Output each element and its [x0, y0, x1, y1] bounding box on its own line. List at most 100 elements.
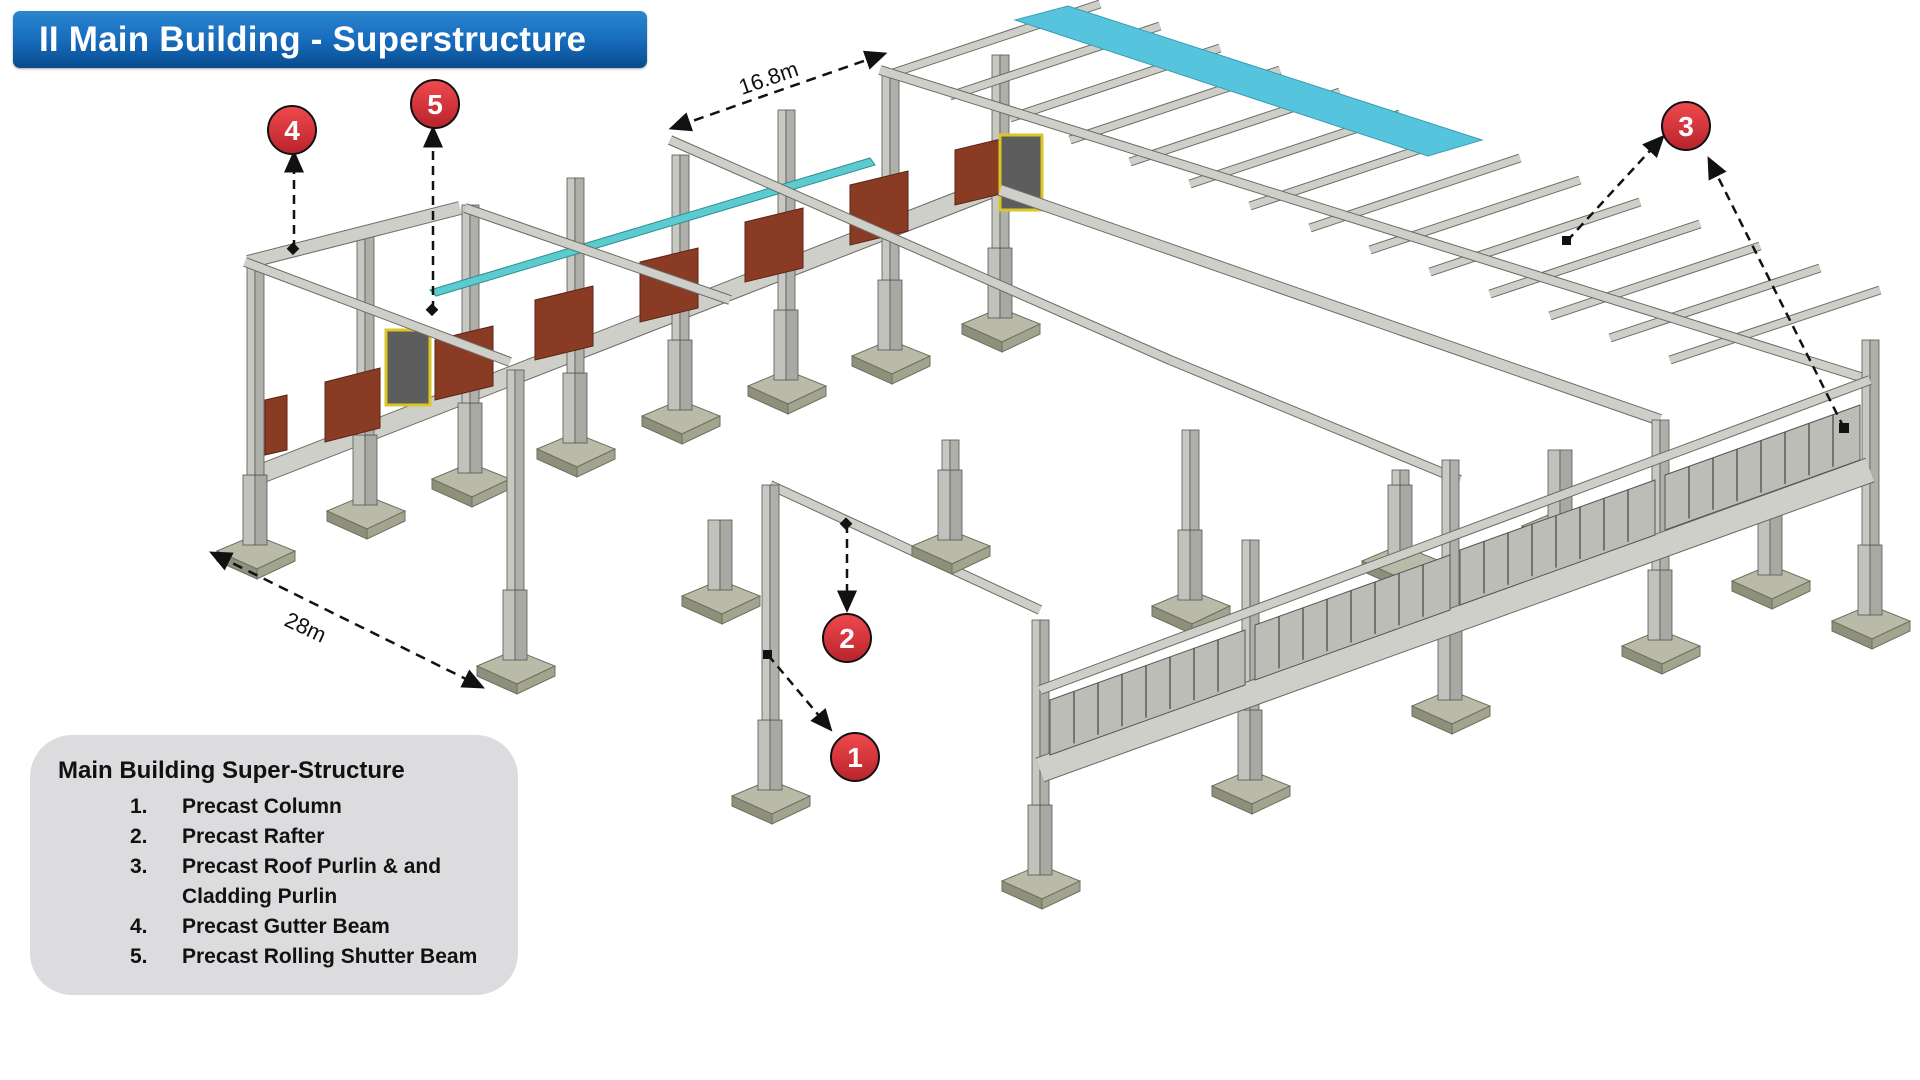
- footing-side: [366, 510, 406, 540]
- callout-2-number: 2: [839, 623, 855, 654]
- column-pedestal-side: [254, 474, 268, 546]
- legend-item-label: Precast Rolling Shutter Beam: [182, 945, 478, 968]
- column-pedestal: [877, 279, 891, 351]
- column-pedestal: [757, 719, 771, 791]
- legend-title: Main Building Super-Structure: [58, 757, 405, 784]
- legend-item-number: 5.: [130, 945, 148, 968]
- legend-item: 4. Precast Gutter Beam: [130, 912, 482, 942]
- dimension-length: 28m: [209, 551, 485, 689]
- precast-wall-panel: [1459, 479, 1656, 606]
- column-pedestal-side: [364, 434, 378, 506]
- footing-side: [771, 795, 811, 825]
- column-pedestal-side: [889, 279, 903, 351]
- precast-beam: [1035, 458, 1875, 782]
- precast-column-side: [769, 484, 780, 721]
- precast-beam: [1548, 242, 1762, 320]
- precast-column: [506, 369, 516, 591]
- column-pedestal: [937, 469, 951, 541]
- callout-4-number: 4: [284, 115, 300, 146]
- column-pedestal: [242, 474, 256, 546]
- column-pedestal: [1177, 529, 1191, 601]
- column-pedestal-side: [1249, 709, 1263, 781]
- callout-5[interactable]: 5: [410, 79, 460, 129]
- precast-beam: [1168, 356, 1462, 484]
- callout-4[interactable]: 4: [267, 105, 317, 155]
- precast-column: [1391, 469, 1401, 486]
- leader-1: [767, 654, 833, 732]
- footing-side: [1251, 785, 1291, 815]
- column-pedestal: [1647, 569, 1661, 641]
- column-pedestal-side: [785, 309, 799, 381]
- column-pedestal: [1027, 804, 1041, 876]
- footing-side: [787, 385, 827, 415]
- column-pedestal-side: [1659, 569, 1673, 641]
- brick-wall-panel: [954, 137, 1006, 206]
- column-pedestal: [667, 339, 681, 411]
- precast-beam: [243, 258, 512, 366]
- callout-1-number: 1: [847, 742, 863, 773]
- column-pedestal-side: [1869, 544, 1883, 616]
- leader-lines: [284, 125, 1846, 732]
- legend-item: 5. Precast Rolling Shutter Beam: [130, 942, 482, 972]
- roof-sheet: [1013, 5, 1484, 157]
- legend-list: 1. Precast Column 2. Precast Rafter 3. P…: [130, 792, 482, 972]
- title-bar: II Main Building - Superstructure: [13, 11, 647, 68]
- legend-item-number: 4.: [130, 915, 148, 938]
- leader-anchors: [286, 236, 1849, 659]
- legend-item: 3. Precast Roof Purlin & and Cladding Pu…: [130, 852, 482, 912]
- footing-side: [1001, 323, 1041, 353]
- precast-beam: [1488, 220, 1702, 298]
- page-title: II Main Building - Superstructure: [39, 19, 587, 59]
- column-pedestal-side: [469, 402, 483, 474]
- callout-1[interactable]: 1: [830, 732, 880, 782]
- precast-wall-panel: [1664, 404, 1861, 531]
- brick-wall-panel: [324, 367, 381, 443]
- leader-3b: [1707, 156, 1846, 429]
- precast-column: [246, 264, 256, 476]
- precast-beam: [1038, 376, 1872, 694]
- footing-side: [681, 415, 721, 445]
- brick-wall-panel: [639, 247, 699, 323]
- callout-2[interactable]: 2: [822, 613, 872, 663]
- legend-item-number: 1.: [130, 795, 148, 818]
- precast-wall-panel: [1254, 554, 1451, 681]
- precast-column: [941, 439, 951, 471]
- precast-column-side: [574, 177, 585, 374]
- column-pedestal: [457, 402, 471, 474]
- precast-column: [761, 484, 771, 721]
- column-pedestal: [1547, 449, 1561, 521]
- precast-column: [1181, 429, 1191, 531]
- precast-beam: [668, 136, 1172, 364]
- callout-3-number: 3: [1678, 111, 1694, 142]
- precast-column: [1031, 619, 1041, 806]
- footing-side: [1661, 645, 1701, 675]
- legend-item-label: Precast Column: [182, 795, 342, 818]
- precast-column-side: [679, 154, 690, 341]
- legend-item: 2. Precast Rafter: [130, 822, 482, 852]
- legend-item-label: Precast Roof Purlin & and Cladding Purli…: [182, 855, 442, 908]
- callout-5-number: 5: [427, 89, 443, 120]
- precast-column-side: [1189, 429, 1200, 531]
- legend-box: Main Building Super-Structure 1. Precast…: [30, 735, 518, 995]
- precast-column-side: [1869, 339, 1880, 546]
- column-pedestal-side: [514, 589, 528, 661]
- legend-item-label: Precast Rafter: [182, 825, 325, 848]
- column-pedestal-side: [769, 719, 783, 791]
- footing-side: [721, 595, 761, 625]
- column-pedestal-side: [1039, 804, 1053, 876]
- footing-side: [576, 448, 616, 478]
- legend-item-number: 2.: [130, 825, 148, 848]
- dimension-width-label: 16.8m: [735, 56, 801, 100]
- column-pedestal: [773, 309, 787, 381]
- column-pedestal-side: [1559, 449, 1573, 521]
- rolling-shutter: [384, 328, 432, 407]
- brick-wall-panel: [744, 207, 804, 283]
- precast-beam: [768, 481, 1042, 614]
- callout-3[interactable]: 3: [1661, 101, 1711, 151]
- column-pedestal: [1437, 629, 1451, 701]
- column-pedestal-side: [1189, 529, 1203, 601]
- brick-wall-panel: [534, 285, 594, 361]
- column-pedestal-side: [1449, 629, 1463, 701]
- leader-3a: [1566, 134, 1665, 242]
- column-pedestal-side: [1399, 484, 1413, 556]
